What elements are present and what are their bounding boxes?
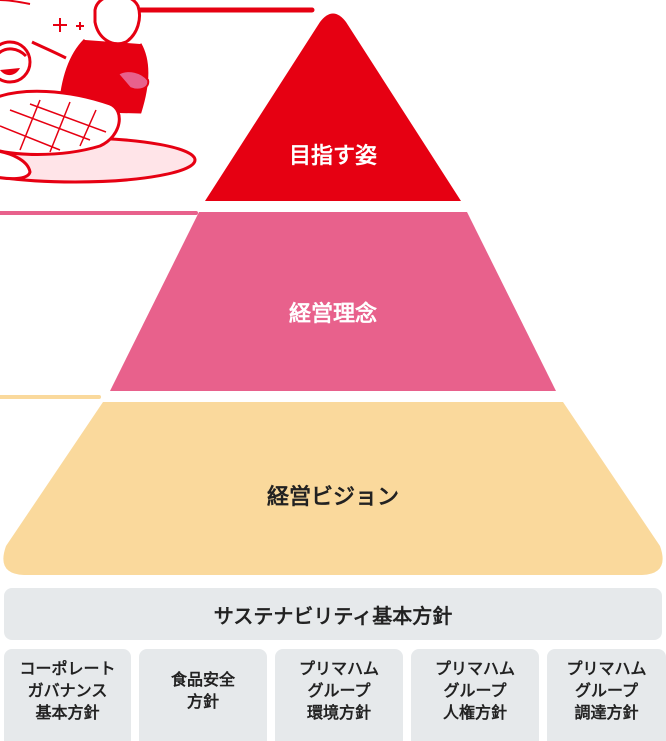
policy-line: 基本方針 bbox=[35, 703, 100, 722]
policy-line: プリマハム bbox=[434, 659, 515, 678]
policy-line: プリマハム bbox=[566, 659, 647, 678]
policy-line: グループ bbox=[307, 681, 371, 700]
policy-line: コーポレート bbox=[19, 659, 116, 678]
policy-human-rights: プリマハム グループ 人権方針 bbox=[411, 649, 539, 741]
tier-label-vision: 経営ビジョン bbox=[266, 485, 399, 510]
policy-line: プリマハム bbox=[298, 659, 379, 678]
policy-line: 環境方針 bbox=[306, 703, 371, 722]
pyramid-tier-aim bbox=[205, 13, 461, 201]
family-with-steak-icon bbox=[0, 0, 315, 184]
sustainability-policy-bar: サステナビリティ基本方針 bbox=[4, 588, 662, 640]
tier-label-philosophy: 経営理念 bbox=[288, 302, 377, 327]
policy-line: 調達方針 bbox=[574, 703, 639, 722]
policy-environment: プリマハム グループ 環境方針 bbox=[275, 649, 403, 741]
policy-corporate-governance: コーポレート ガバナンス 基本方針 bbox=[4, 649, 131, 741]
policy-list: コーポレート ガバナンス 基本方針 食品安全 方針 プリマハム グループ 環境方… bbox=[4, 649, 666, 741]
policy-procurement: プリマハム グループ 調達方針 bbox=[547, 649, 666, 741]
pyramid-tier-philosophy bbox=[110, 212, 556, 391]
policy-line: グループ bbox=[574, 681, 639, 700]
policy-line: グループ bbox=[443, 681, 507, 700]
policy-line: 人権方針 bbox=[442, 703, 507, 722]
sustainability-policy-label: サステナビリティ基本方針 bbox=[213, 603, 453, 628]
policy-line: 方針 bbox=[186, 692, 219, 711]
tier-label-aim: 目指す姿 bbox=[288, 144, 377, 169]
policy-food-safety: 食品安全 方針 bbox=[139, 649, 267, 741]
policy-line: 食品安全 bbox=[170, 670, 235, 689]
pyramid-tier-vision bbox=[3, 402, 663, 575]
policy-line: ガバナンス bbox=[27, 681, 108, 700]
